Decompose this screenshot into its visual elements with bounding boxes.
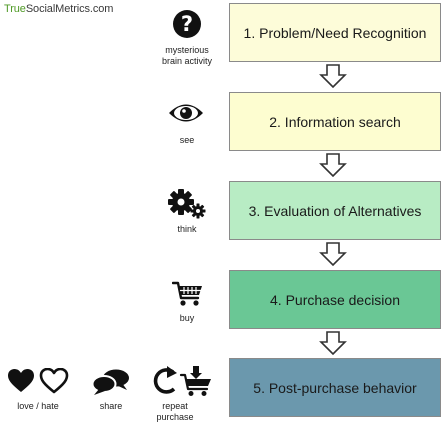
icon-caption-4-line1: buy: [179, 313, 195, 323]
repeat-purchase-icon: [153, 366, 211, 396]
svg-text:?: ?: [181, 12, 193, 36]
hearts-icon: [8, 368, 69, 394]
down-arrow-2: [319, 153, 347, 177]
down-arrow-3: [319, 242, 347, 266]
stage-label-5: 5. Post-purchase behavior: [253, 379, 417, 396]
brand-part2: SocialMetrics.com: [25, 3, 114, 15]
brand-part1: True: [4, 3, 26, 15]
icon-caption-5: love / hate: [0, 401, 76, 412]
gears-icon: [168, 189, 206, 219]
down-arrow-1: [319, 64, 347, 88]
icon-caption-7: repeat purchase: [146, 401, 204, 423]
down-arrow-4: [319, 331, 347, 355]
icon-caption-2: see: [148, 135, 226, 146]
stage-label-1: 1. Problem/Need Recognition: [243, 24, 427, 41]
stage-box-3: 3. Evaluation of Alternatives: [229, 181, 441, 240]
stage-box-1: 1. Problem/Need Recognition: [229, 3, 441, 62]
icon-caption-6-line1: share: [99, 401, 123, 411]
icon-caption-1-line2: brain activity: [161, 56, 213, 66]
stage-label-3: 3. Evaluation of Alternatives: [248, 202, 422, 219]
icon-caption-5-line1: love / hate: [17, 401, 59, 411]
icon-caption-6: share: [84, 401, 138, 412]
icon-caption-1-line1: mysterious: [165, 45, 209, 55]
icon-caption-3: think: [148, 224, 226, 235]
stage-label-4: 4. Purchase decision: [270, 291, 400, 308]
icon-caption-1: mysterious brain activity: [148, 45, 226, 67]
eye-icon: [169, 104, 203, 122]
shopping-cart-icon: [172, 281, 202, 306]
icon-caption-7-line1: repeat: [162, 401, 188, 411]
stage-box-4: 4. Purchase decision: [229, 270, 441, 329]
icon-caption-7-line2: purchase: [156, 412, 194, 422]
question-mark-icon: ?: [173, 10, 201, 38]
icon-caption-3-line1: think: [177, 224, 197, 234]
stage-box-2: 2. Information search: [229, 92, 441, 151]
stage-box-5: 5. Post-purchase behavior: [229, 358, 441, 417]
brand-logo: TrueSocialMetrics.com: [4, 3, 113, 15]
icon-caption-4: buy: [148, 313, 226, 324]
stage-label-2: 2. Information search: [269, 113, 401, 130]
icon-caption-2-line1: see: [179, 135, 195, 145]
speech-bubbles-icon: [92, 369, 129, 395]
